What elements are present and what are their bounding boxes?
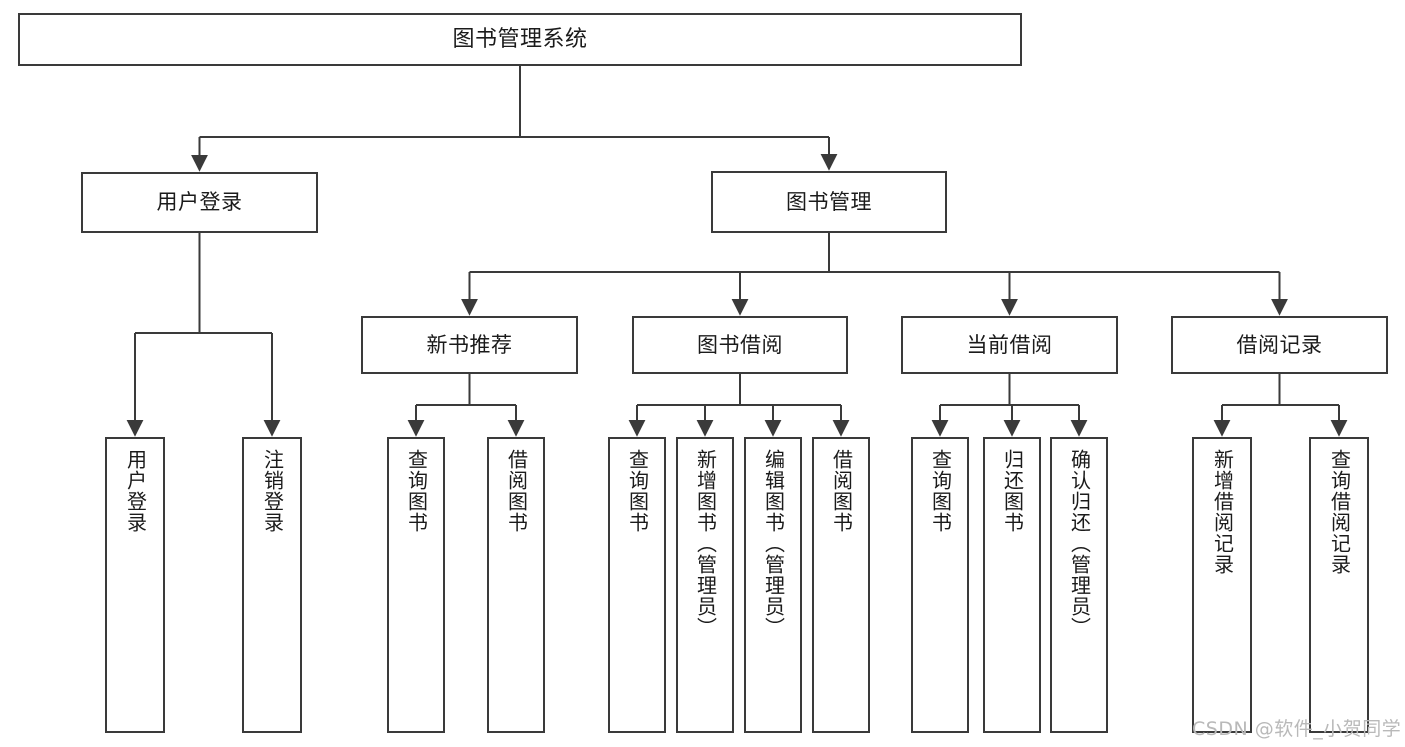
leaf-return-book[interactable]: 归还图书 (983, 437, 1041, 733)
node-book-borrow[interactable]: 图书借阅 (632, 316, 848, 374)
leaf-add-borrow-record[interactable]: 新增借阅记录 (1192, 437, 1252, 733)
node-label: 借阅图书 (504, 449, 529, 533)
node-label: 查询借阅记录 (1327, 449, 1352, 575)
node-new-book-recommend[interactable]: 新书推荐 (361, 316, 578, 374)
csdn-watermark: CSDN @软件_小贺同学 (1192, 718, 1402, 740)
node-label: 图书管理 (786, 189, 872, 214)
leaf-query-book-3[interactable]: 查询图书 (911, 437, 969, 733)
leaf-user-login[interactable]: 用户登录 (105, 437, 165, 733)
node-book-management[interactable]: 图书管理 (711, 171, 947, 233)
node-label: 查询图书 (625, 449, 650, 533)
edge-group (126, 66, 1348, 437)
node-label: 查询图书 (404, 449, 429, 533)
node-borrow-record[interactable]: 借阅记录 (1171, 316, 1388, 374)
node-label: 借阅记录 (1236, 332, 1323, 357)
leaf-confirm-return-admin[interactable]: 确认归还（管理员） (1050, 437, 1108, 733)
node-user-login[interactable]: 用户登录 (81, 172, 318, 233)
node-label: 图书借阅 (697, 332, 783, 357)
leaf-query-borrow-record[interactable]: 查询借阅记录 (1309, 437, 1369, 733)
node-root-system[interactable]: 图书管理系统 (18, 13, 1022, 66)
leaf-edit-book-admin[interactable]: 编辑图书（管理员） (744, 437, 802, 733)
node-label: 借阅图书 (829, 449, 854, 533)
node-label: 编辑图书（管理员） (761, 449, 786, 638)
leaf-add-book-admin[interactable]: 新增图书（管理员） (676, 437, 734, 733)
leaf-logout[interactable]: 注销登录 (242, 437, 302, 733)
node-label: 当前借阅 (966, 332, 1053, 357)
node-current-borrow[interactable]: 当前借阅 (901, 316, 1118, 374)
node-label: 查询图书 (928, 449, 953, 533)
node-label: 用户登录 (156, 190, 243, 215)
node-label: 新增图书（管理员） (693, 449, 718, 638)
node-label: 图书管理系统 (452, 26, 588, 52)
node-label: 归还图书 (1000, 449, 1025, 533)
node-label: 确认归还（管理员） (1067, 449, 1092, 638)
node-label: 用户登录 (123, 449, 148, 533)
leaf-query-book-1[interactable]: 查询图书 (387, 437, 445, 733)
node-label: 新增借阅记录 (1210, 449, 1235, 575)
leaf-borrow-book-2[interactable]: 借阅图书 (812, 437, 870, 733)
node-label: 注销登录 (260, 449, 285, 533)
leaf-borrow-book-1[interactable]: 借阅图书 (487, 437, 545, 733)
leaf-query-book-2[interactable]: 查询图书 (608, 437, 666, 733)
node-label: 新书推荐 (426, 332, 513, 357)
